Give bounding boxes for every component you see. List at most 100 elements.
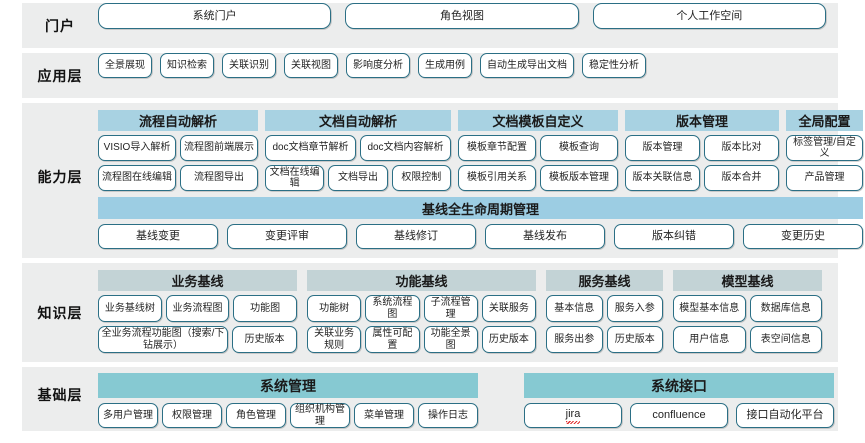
know-item-related-business-rule[interactable]: 关联业务规则 [307, 326, 362, 353]
baseline-item-change-review[interactable]: 变更评审 [227, 224, 347, 249]
group-header-doc-parse: 文档自动解析 [265, 110, 451, 131]
group-row-1: 业务基线树 业务流程图 功能图 [98, 295, 298, 322]
cap-item-version-merge[interactable]: 版本合并 [704, 165, 779, 191]
portal-item-system-portal[interactable]: 系统门户 [98, 3, 332, 29]
know-item-history-version[interactable]: 历史版本 [231, 326, 297, 353]
cap-item-flowchart-export[interactable]: 流程图导出 [180, 165, 258, 191]
layer-label-foundation: 基础层 [37, 387, 83, 403]
group-row-2: 关联业务规则 属性可配置 功能全景图 历史版本 [307, 326, 536, 353]
layer-body-knowledge: 业务基线 业务基线树 业务流程图 功能图 全业务流程功能图（搜索/下钻展示） 历… [98, 263, 838, 376]
layer-label-capability: 能力层 [37, 169, 83, 185]
cap-item-product-management[interactable]: 产品管理 [786, 165, 863, 191]
found-item-multi-user-mgmt[interactable]: 多用户管理 [98, 403, 158, 428]
foundation-group-system-mgmt: 系统管理 多用户管理 权限管理 角色管理 组织机构管理 菜单管理 操作日志 [98, 373, 478, 437]
foundation-group-system-interface: 系统接口 jira confluence 接口自动化平台 [524, 373, 834, 437]
group-header-baseline-lifecycle: 基线全生命周期管理 [98, 197, 863, 219]
knowledge-group-model-baseline: 模型基线 模型基本信息 数据库信息 用户信息 表空间信息 [673, 270, 822, 353]
app-item-impact-analysis[interactable]: 影响度分析 [346, 53, 410, 78]
layer-label-application: 应用层 [37, 67, 83, 84]
found-item-menu-mgmt[interactable]: 菜单管理 [354, 403, 414, 428]
know-item-business-baseline-tree[interactable]: 业务基线树 [98, 295, 162, 322]
group-row-1: 版本管理 版本比对 [625, 135, 779, 161]
app-item-relation-view[interactable]: 关联视图 [284, 53, 338, 78]
knowledge-groups: 业务基线 业务基线树 业务流程图 功能图 全业务流程功能图（搜索/下钻展示） 历… [98, 270, 826, 353]
cap-item-flowchart-frontend-display[interactable]: 流程图前端展示 [180, 135, 258, 161]
cap-item-tag-management[interactable]: 标签管理/自定义 [786, 135, 863, 161]
cap-item-template-version-mgmt[interactable]: 模板版本管理 [540, 165, 618, 191]
know-item-function-diagram[interactable]: 功能图 [233, 295, 298, 322]
know-item-function-panorama[interactable]: 功能全景图 [423, 326, 478, 353]
know-item-function-history-version[interactable]: 历史版本 [481, 326, 536, 353]
cap-item-permission-control[interactable]: 权限控制 [391, 165, 451, 191]
found-item-api-automation-platform[interactable]: 接口自动化平台 [736, 403, 834, 428]
app-item-auto-export-doc[interactable]: 自动生成导出文档 [480, 53, 574, 78]
cap-item-template-reference[interactable]: 模板引用关系 [458, 165, 536, 191]
application-items: 全景展现 知识检索 关联识别 关联视图 影响度分析 生成用例 自动生成导出文档 … [98, 53, 838, 78]
baseline-item-revision[interactable]: 基线修订 [356, 224, 476, 249]
layer-label-knowledge: 知识层 [37, 305, 83, 321]
capability-group-version-mgmt: 版本管理 版本管理 版本比对 版本关联信息 版本合并 [625, 110, 779, 191]
cap-item-version-management[interactable]: 版本管理 [625, 135, 700, 161]
know-item-business-flowchart[interactable]: 业务流程图 [165, 295, 230, 322]
found-item-role-mgmt[interactable]: 角色管理 [226, 403, 286, 428]
app-item-generate-case[interactable]: 生成用例 [418, 53, 472, 78]
cap-item-doc-content-parse[interactable]: doc文档内容解析 [360, 135, 451, 161]
know-item-database-info[interactable]: 数据库信息 [749, 295, 822, 322]
know-item-function-tree[interactable]: 功能树 [307, 295, 362, 322]
portal-item-personal-workspace[interactable]: 个人工作空间 [592, 3, 826, 29]
know-item-subprocess-mgmt[interactable]: 子流程管理 [423, 295, 478, 322]
cap-item-flowchart-online-edit[interactable]: 流程图在线编辑 [98, 165, 176, 191]
found-item-jira[interactable]: jira [524, 403, 622, 428]
group-header-model-baseline: 模型基线 [673, 270, 822, 291]
capability-group-process-parse: 流程自动解析 VISIO导入解析 流程图前端展示 流程图在线编辑 流程图导出 [98, 110, 258, 191]
baseline-lifecycle-block: 基线全生命周期管理 基线变更 变更评审 基线修订 基线发布 版本纠错 变更历史 [98, 197, 863, 249]
knowledge-group-function-baseline: 功能基线 功能树 系统流程图 子流程管理 关联服务 关联业务规则 属性可配置 功… [307, 270, 536, 353]
found-item-org-structure-mgmt[interactable]: 组织机构管理 [290, 403, 350, 428]
cap-item-visio-import-parse[interactable]: VISIO导入解析 [98, 135, 176, 161]
jira-label: jira [565, 408, 580, 424]
cap-item-doc-online-edit[interactable]: 文档在线编辑 [265, 165, 325, 191]
group-row-1: VISIO导入解析 流程图前端展示 [98, 135, 258, 161]
app-item-stability-analysis[interactable]: 稳定性分析 [582, 53, 646, 78]
cap-item-version-compare[interactable]: 版本比对 [704, 135, 779, 161]
capability-group-doc-template: 文档模板自定义 模板章节配置 模板查询 模板引用关系 模板版本管理 [458, 110, 618, 191]
group-header-process-parse: 流程自动解析 [98, 110, 258, 131]
know-item-service-input-params[interactable]: 服务入参 [606, 295, 663, 322]
baseline-item-release[interactable]: 基线发布 [485, 224, 605, 249]
found-item-permission-mgmt[interactable]: 权限管理 [162, 403, 222, 428]
found-item-confluence[interactable]: confluence [630, 403, 728, 428]
know-item-tablespace-info[interactable]: 表空间信息 [749, 326, 822, 353]
layer-foundation: 基础层 系统管理 多用户管理 权限管理 角色管理 组织机构管理 菜单管理 操作日… [22, 367, 838, 431]
know-item-full-business-flow-function-map[interactable]: 全业务流程功能图（搜索/下钻展示） [98, 326, 228, 353]
know-item-service-history-version[interactable]: 历史版本 [606, 326, 663, 353]
cap-item-template-chapter-config[interactable]: 模板章节配置 [458, 135, 536, 161]
know-item-user-info[interactable]: 用户信息 [673, 326, 746, 353]
group-header-system-mgmt: 系统管理 [98, 373, 478, 398]
cap-item-template-query[interactable]: 模板查询 [540, 135, 618, 161]
app-item-relation-recognition[interactable]: 关联识别 [222, 53, 276, 78]
knowledge-group-business-baseline: 业务基线 业务基线树 业务流程图 功能图 全业务流程功能图（搜索/下钻展示） 历… [98, 270, 298, 353]
cap-item-doc-chapter-parse[interactable]: doc文档章节解析 [265, 135, 356, 161]
group-header-business-baseline: 业务基线 [98, 270, 297, 291]
capability-group-global-config: 全局配置 标签管理/自定义 产品管理 [786, 110, 863, 191]
cap-item-doc-export[interactable]: 文档导出 [328, 165, 388, 191]
baseline-item-version-correction[interactable]: 版本纠错 [614, 224, 734, 249]
app-item-panorama[interactable]: 全景展现 [98, 53, 152, 78]
know-item-service-basic-info[interactable]: 基本信息 [546, 295, 603, 322]
group-row-2: 服务出参 历史版本 [546, 326, 663, 353]
baseline-item-change[interactable]: 基线变更 [98, 224, 218, 249]
architecture-diagram: 门户 系统门户 角色视图 个人工作空间 应用层 全景展现 知识检索 关联识别 关… [22, 3, 863, 431]
know-item-model-basic-info[interactable]: 模型基本信息 [673, 295, 746, 322]
layer-body-application: 全景展现 知识检索 关联识别 关联视图 影响度分析 生成用例 自动生成导出文档 … [98, 53, 838, 98]
app-item-knowledge-search[interactable]: 知识检索 [160, 53, 214, 78]
group-row-1: 标签管理/自定义 [786, 135, 863, 161]
know-item-service-output-params[interactable]: 服务出参 [546, 326, 603, 353]
baseline-item-change-history[interactable]: 变更历史 [743, 224, 863, 249]
found-item-operation-log[interactable]: 操作日志 [418, 403, 478, 428]
know-item-system-flowchart[interactable]: 系统流程图 [365, 295, 420, 322]
portal-item-role-view[interactable]: 角色视图 [345, 3, 579, 29]
know-item-attribute-configurable[interactable]: 属性可配置 [365, 326, 420, 353]
cap-item-version-relation-info[interactable]: 版本关联信息 [625, 165, 700, 191]
group-row-2: 产品管理 [786, 165, 863, 191]
know-item-related-service[interactable]: 关联服务 [481, 295, 536, 322]
